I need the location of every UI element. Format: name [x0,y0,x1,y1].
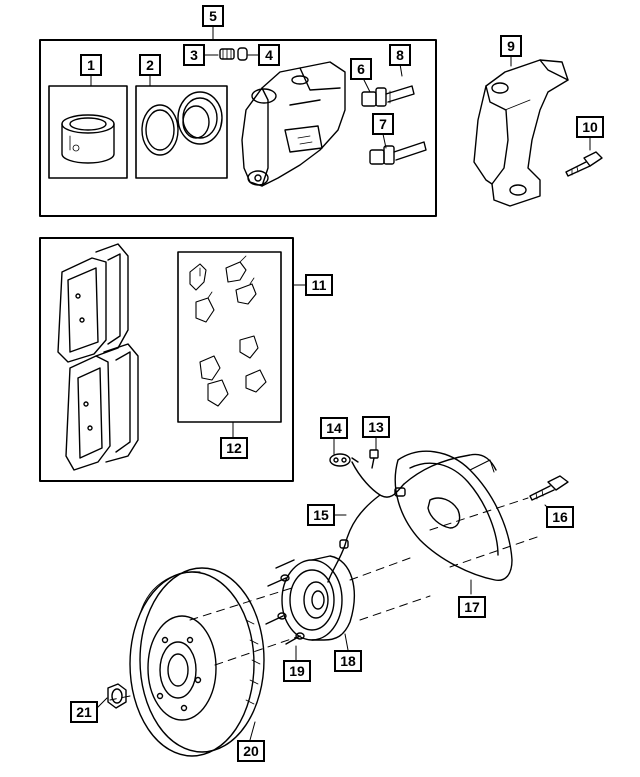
guide-pins-drawing [361,85,427,165]
piston-box [48,85,128,179]
callout-11[interactable]: 11 [305,274,333,296]
seal-box [135,85,228,179]
hub-bearing-drawing [265,555,355,645]
sensor-fasteners-drawing [329,449,379,469]
brake-pads-drawing [57,243,139,471]
clip-kit-box [177,251,282,423]
callout-4[interactable]: 4 [258,44,280,66]
callout-17[interactable]: 17 [458,596,486,618]
callout-19[interactable]: 19 [283,660,311,682]
callout-2[interactable]: 2 [139,54,161,76]
splash-shield-drawing [394,450,513,582]
callout-14[interactable]: 14 [320,417,348,439]
callout-15[interactable]: 15 [307,504,335,526]
hub-bolt-drawing [529,475,569,501]
caliper-piston-drawing [61,114,115,164]
callout-20[interactable]: 20 [237,740,265,762]
callout-16[interactable]: 16 [546,506,574,528]
adapter-bolt-drawing [565,151,603,177]
piston-seal-drawing [141,91,223,156]
callout-1[interactable]: 1 [80,54,102,76]
pads-group-box [39,237,294,482]
callout-6[interactable]: 6 [350,58,372,80]
lug-nut-drawing [107,683,127,709]
callout-21[interactable]: 21 [70,701,98,723]
speed-sensor-drawing [327,453,497,583]
callout-12[interactable]: 12 [220,437,248,459]
brake-rotor-drawing [129,567,265,757]
pad-clips-drawing [189,255,267,407]
callout-13[interactable]: 13 [362,416,390,438]
callout-5[interactable]: 5 [202,5,224,27]
leader-lines [90,24,591,741]
caliper-adapter-drawing [473,59,569,207]
caliper-group-box [39,39,437,217]
bleeder-drawing [219,47,248,61]
callout-18[interactable]: 18 [334,650,362,672]
callout-10[interactable]: 10 [576,116,604,138]
callout-8[interactable]: 8 [389,44,411,66]
callout-9[interactable]: 9 [500,35,522,57]
callout-3[interactable]: 3 [183,44,205,66]
caliper-body-drawing [241,61,346,187]
callout-7[interactable]: 7 [372,113,394,135]
